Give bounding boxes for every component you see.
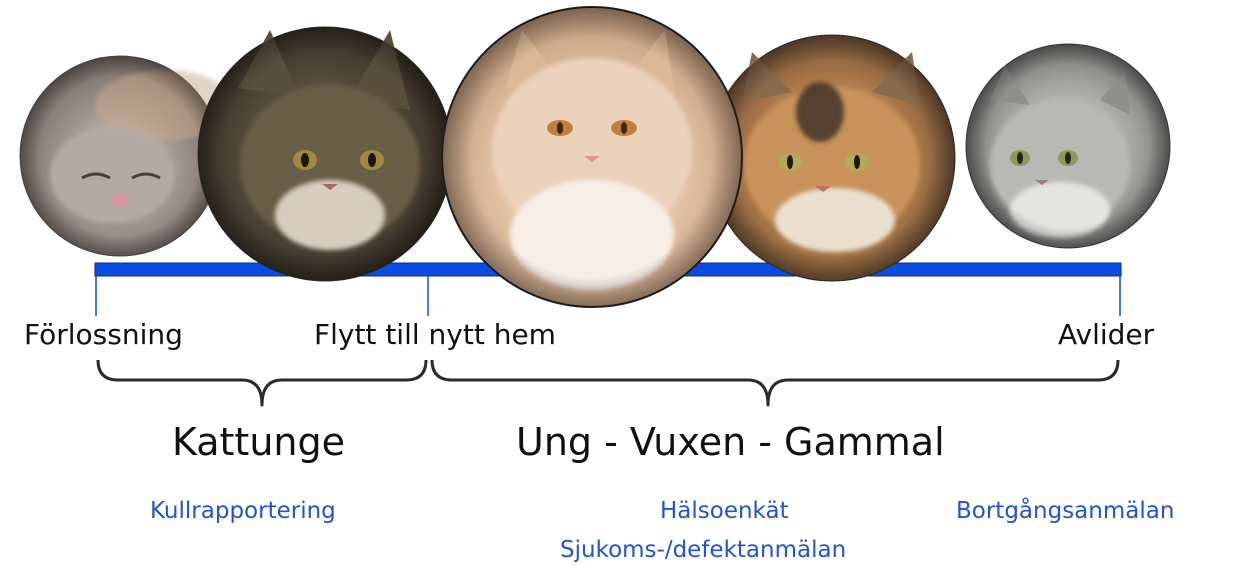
- litter-report-link[interactable]: Kullrapportering: [150, 498, 336, 524]
- tabby-kitten-photo: [197, 26, 453, 282]
- newborn-kitten-photo: [19, 55, 235, 257]
- adult-phase-brace: [430, 359, 1120, 407]
- move-to-new-home-label: Flytt till nytt hem: [314, 318, 556, 351]
- silver-senior-cat-photo: [965, 43, 1171, 249]
- cream-young-cat-photo: [441, 6, 743, 308]
- birth-label: Förlossning: [24, 318, 183, 351]
- health-survey-link[interactable]: Hälsoenkät: [660, 498, 789, 524]
- disease-defect-report-link[interactable]: Sjukoms-/defektanmälan: [560, 537, 847, 563]
- tortoiseshell-adult-cat-photo: [708, 34, 956, 282]
- adult-phase-title: Ung - Vuxen - Gammal: [516, 420, 945, 464]
- kitten-phase-title: Kattunge: [172, 420, 346, 464]
- death-report-link[interactable]: Bortgångsanmälan: [956, 498, 1175, 524]
- death-label: Avlider: [1058, 318, 1155, 351]
- kitten-phase-brace: [96, 359, 428, 407]
